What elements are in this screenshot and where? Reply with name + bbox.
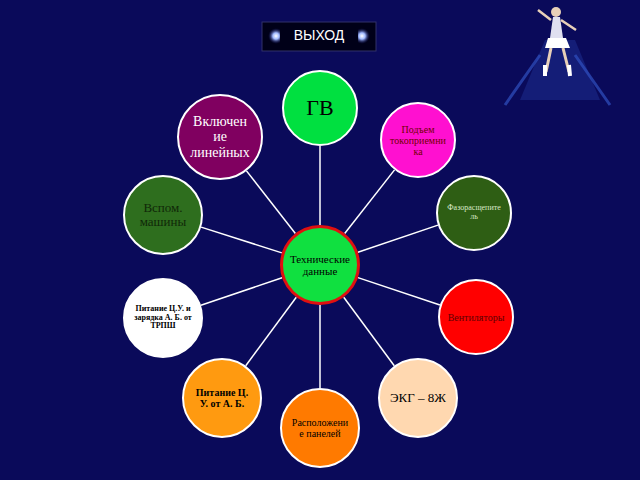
node-text: Подъем токоприемника <box>390 124 447 157</box>
connector <box>201 227 282 253</box>
connector <box>319 305 321 388</box>
topic-circle: Питание Ц. У. от А. Б. <box>182 358 262 438</box>
button-frame <box>262 22 376 51</box>
topic-circle: Питание Ц.У. и зарядка А. Б. от ТРПШ <box>123 278 203 358</box>
exit-button: ВЫХОД <box>280 25 358 47</box>
dancer-figure <box>505 7 610 105</box>
topic-circle: Вентиляторы <box>438 279 514 355</box>
node-text: Питание Ц.У. и зарядка А. Б. от ТРПШ <box>133 305 193 331</box>
connector <box>246 297 297 366</box>
node-text: Фазорасщепитель <box>446 204 503 222</box>
node-text: ЭКГ – 8Ж <box>390 391 446 405</box>
connector <box>319 146 321 225</box>
connector <box>358 225 438 252</box>
connector <box>358 278 440 305</box>
connector <box>201 278 282 305</box>
connector <box>246 171 295 234</box>
topic-circle: Включение линейных <box>177 94 263 180</box>
connector <box>344 297 395 366</box>
topic-circle: ГВ <box>282 70 358 146</box>
node-text: ГВ <box>306 96 333 120</box>
topic-circle: Вспом. машины <box>123 175 203 255</box>
node-text: Технические данные <box>290 253 350 277</box>
node-text: Вспом. машины <box>133 201 193 230</box>
topic-circle: ЭКГ – 8Ж <box>378 358 458 438</box>
topic-circle: Фазорасщепитель <box>436 175 512 251</box>
node-text: Вентиляторы <box>448 312 505 323</box>
topic-circle: Подъем токоприемника <box>380 102 456 178</box>
connector <box>345 170 395 234</box>
topic-circle: Расположение панелей <box>280 388 360 468</box>
node-text: Расположение панелей <box>290 417 350 439</box>
center-circle: Технические данные <box>280 225 360 305</box>
node-text: ВЫХОД <box>294 28 345 43</box>
node-text: Питание Ц. У. от А. Б. <box>192 387 252 409</box>
node-text: Включение линейных <box>190 114 250 160</box>
